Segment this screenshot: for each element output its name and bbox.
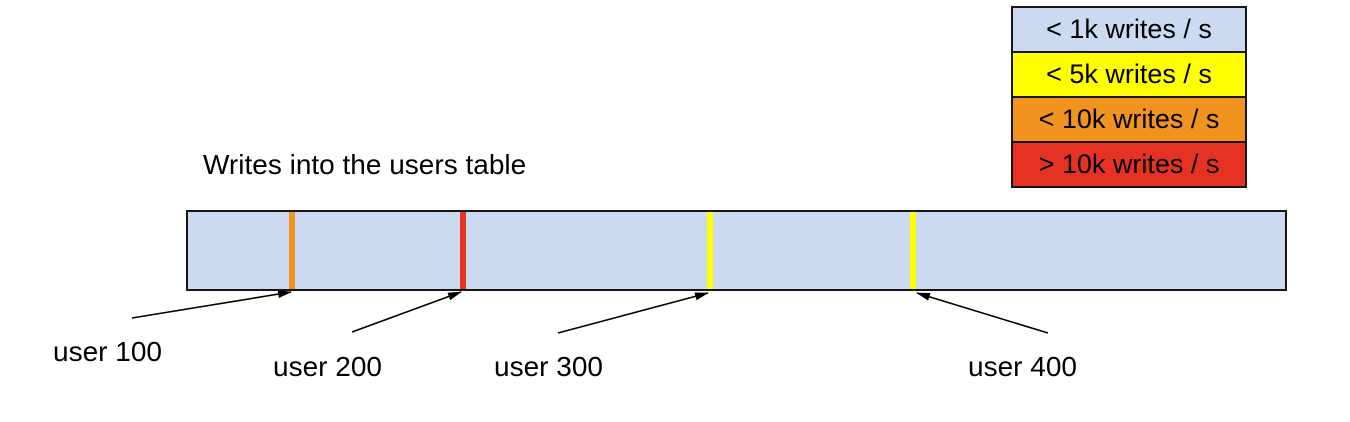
legend-item-label: < 5k writes / s (1046, 59, 1212, 89)
label-user-100: user 100 (53, 336, 162, 367)
legend-item-lt-10k: < 10k writes / s (1013, 96, 1245, 141)
diagram-title: Writes into the users table (203, 149, 527, 180)
legend-item-gt-10k: > 10k writes / s (1013, 141, 1245, 186)
label-user-300: user 300 (494, 351, 603, 382)
legend: < 1k writes / s < 5k writes / s < 10k wr… (1011, 6, 1247, 188)
legend-item-label: > 10k writes / s (1038, 149, 1220, 179)
arrow-user-100 (131, 290, 292, 319)
hotspot-stripe-user-100 (289, 212, 295, 289)
legend-item-label: < 10k writes / s (1038, 104, 1220, 134)
arrow-user-400 (916, 292, 1049, 334)
hotspot-stripe-user-300 (707, 212, 713, 289)
arrow-user-300 (557, 292, 709, 334)
legend-item-lt-1k: < 1k writes / s (1013, 8, 1245, 51)
users-table-band (186, 210, 1287, 291)
legend-item-label: < 1k writes / s (1046, 14, 1212, 44)
hotspot-stripe-user-400 (910, 212, 916, 289)
legend-item-lt-5k: < 5k writes / s (1013, 51, 1245, 96)
label-user-400: user 400 (968, 351, 1077, 382)
label-user-200: user 200 (273, 351, 382, 382)
arrow-user-200 (351, 291, 462, 333)
hotspot-stripe-user-200 (460, 212, 466, 289)
